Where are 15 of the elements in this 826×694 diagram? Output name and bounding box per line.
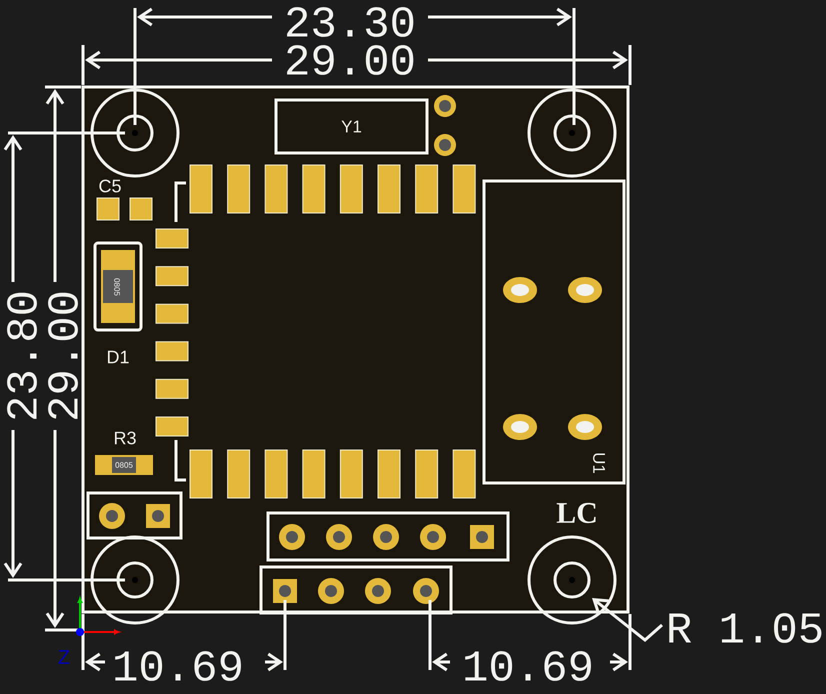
- package-marking: 0805: [114, 278, 120, 296]
- reference-designator: D1: [108, 350, 129, 364]
- component-outline: U1: [482, 180, 626, 484]
- dimension-text: R 1.05: [669, 613, 822, 643]
- dimension-text: 23.30: [287, 7, 414, 37]
- dimension-text: 29.00: [48, 292, 78, 419]
- axis-label: Z: [58, 650, 70, 664]
- reference-designator: C5: [99, 180, 121, 192]
- dimension-text: 23.80: [7, 292, 37, 419]
- crystal-outline: Y1: [274, 98, 428, 154]
- dimension-text: 10.69: [115, 651, 241, 681]
- dimension-text: 29.00: [287, 45, 414, 75]
- reference-designator: R3: [114, 432, 136, 444]
- package-marking: 0805: [115, 462, 133, 468]
- dimension-text: 10.69: [465, 651, 591, 681]
